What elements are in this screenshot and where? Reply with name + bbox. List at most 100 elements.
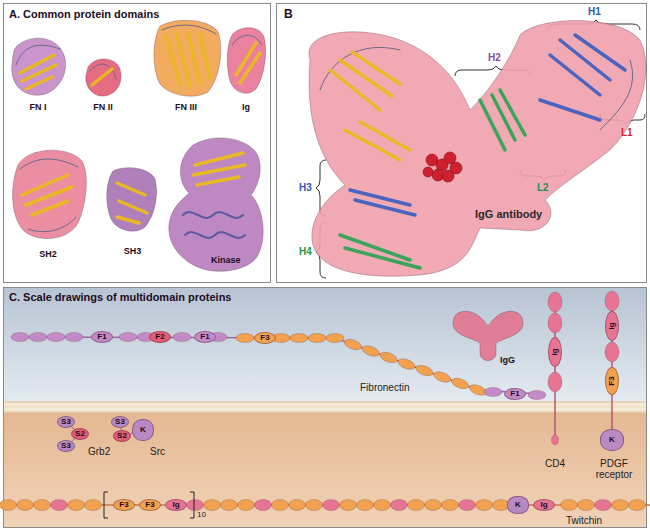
chain-label: H3 <box>299 182 312 193</box>
domain-structure <box>13 150 87 238</box>
domain-outline <box>448 308 528 372</box>
domain-outline <box>163 135 268 275</box>
domain-label: Ig <box>551 348 560 355</box>
protein-domain <box>323 500 340 511</box>
ribbon-strand <box>240 53 260 83</box>
protein-name: Fibronectin <box>360 382 409 393</box>
membrane-edge <box>4 407 647 408</box>
protein-domain <box>308 334 326 343</box>
domain-outline <box>300 28 645 278</box>
atom-sphere <box>423 167 433 177</box>
panel-title: C. Scale drawings of multidomain protein… <box>9 291 231 303</box>
protein-domain <box>408 500 425 511</box>
domain-label: K <box>515 501 521 510</box>
repeat-bracket <box>104 492 108 518</box>
ribbon-strand <box>32 201 68 215</box>
ribbon-strand <box>236 43 256 75</box>
ribbon-strand <box>480 100 505 150</box>
protein-domain: Ig <box>548 337 562 367</box>
domain-label: FN III <box>175 103 197 113</box>
protein-domain: F3 <box>254 332 276 344</box>
protein-domain: Kinase <box>163 135 268 275</box>
ribbon-strand <box>193 165 245 175</box>
panel-frame <box>277 4 647 283</box>
protein-domain <box>476 500 493 511</box>
protein-domain <box>272 500 289 511</box>
protein-domain <box>255 500 272 511</box>
panel-frame <box>4 288 647 528</box>
protein-name: PDGF receptor <box>585 458 643 480</box>
protein-domain <box>68 500 85 511</box>
ribbon-strand <box>500 90 525 135</box>
ribbon-strand <box>185 232 245 238</box>
ribbon-strand <box>560 40 610 80</box>
protein-domain: SH3 <box>105 165 160 257</box>
protein-name: Src <box>150 446 165 457</box>
ribbon-strand <box>176 32 190 86</box>
domain-label: F3 <box>260 334 269 343</box>
ribbon-strand <box>540 100 600 120</box>
protein-domain <box>548 292 562 312</box>
cytoplasm <box>4 413 647 528</box>
protein-domain <box>374 500 391 511</box>
panel-frame <box>4 4 271 283</box>
antibody-molecule: IgG <box>448 308 528 372</box>
domain-label: SH2 <box>39 250 57 260</box>
ribbon-strand <box>183 212 243 218</box>
protein-domain: F3 <box>605 367 619 395</box>
domain-structure <box>107 168 157 231</box>
domain-label: F3 <box>119 501 128 510</box>
domain-label: Ig <box>242 103 250 113</box>
domain-surface <box>227 28 265 93</box>
domain-surface <box>86 59 121 96</box>
domain-outline <box>224 25 268 113</box>
domain-label: K <box>609 436 615 445</box>
ribbon-strand <box>360 122 410 150</box>
protein-domain <box>391 500 408 511</box>
domain-surface <box>169 138 263 271</box>
panel: C. Scale drawings of multidomain protein… <box>3 287 647 528</box>
repeat-bracket <box>190 492 194 518</box>
domain-surface <box>107 168 157 231</box>
protein-domain <box>187 500 204 511</box>
protein-domain <box>29 333 47 342</box>
protein-domain: S3 <box>57 416 75 428</box>
protein-domain <box>289 500 306 511</box>
domain-label: F1 <box>510 390 519 399</box>
brackets <box>104 20 645 518</box>
backbone <box>12 337 540 394</box>
ribbon-strand <box>352 52 400 84</box>
ribbon-strand <box>26 77 52 89</box>
protein-domain: F1 <box>504 388 526 400</box>
protein-domain <box>236 334 254 343</box>
ribbon-strand <box>355 200 415 215</box>
antibody-molecule: IgG antibody <box>300 28 645 278</box>
protein-domain <box>306 500 323 511</box>
protein-domain: F1 <box>194 331 216 343</box>
protein-domain <box>47 333 65 342</box>
protein-domain <box>238 500 255 511</box>
ribbon-strand <box>119 201 147 213</box>
domain-outline <box>105 165 160 257</box>
chain-label: L1 <box>621 127 633 138</box>
protein-domain <box>379 350 399 365</box>
protein-domain <box>605 291 619 311</box>
protein-domain <box>343 337 363 352</box>
atom-sphere <box>450 162 462 174</box>
protein-domain: S2 <box>113 430 131 442</box>
domain-label: SH3 <box>124 247 142 257</box>
protein-domain: FN I <box>8 35 68 113</box>
membrane <box>4 402 647 412</box>
domain-label: F1 <box>97 333 106 342</box>
protein-domain: S3 <box>57 440 75 452</box>
protein-domain <box>629 500 646 511</box>
domain-structure <box>309 21 646 277</box>
protein-domain <box>204 500 221 511</box>
ribbon-strand <box>345 130 400 160</box>
protein-domain <box>290 334 308 343</box>
chain-label: L2 <box>537 182 549 193</box>
protein-domain <box>450 376 470 391</box>
domain-surface <box>154 20 221 96</box>
ribbon-strand <box>195 153 243 165</box>
